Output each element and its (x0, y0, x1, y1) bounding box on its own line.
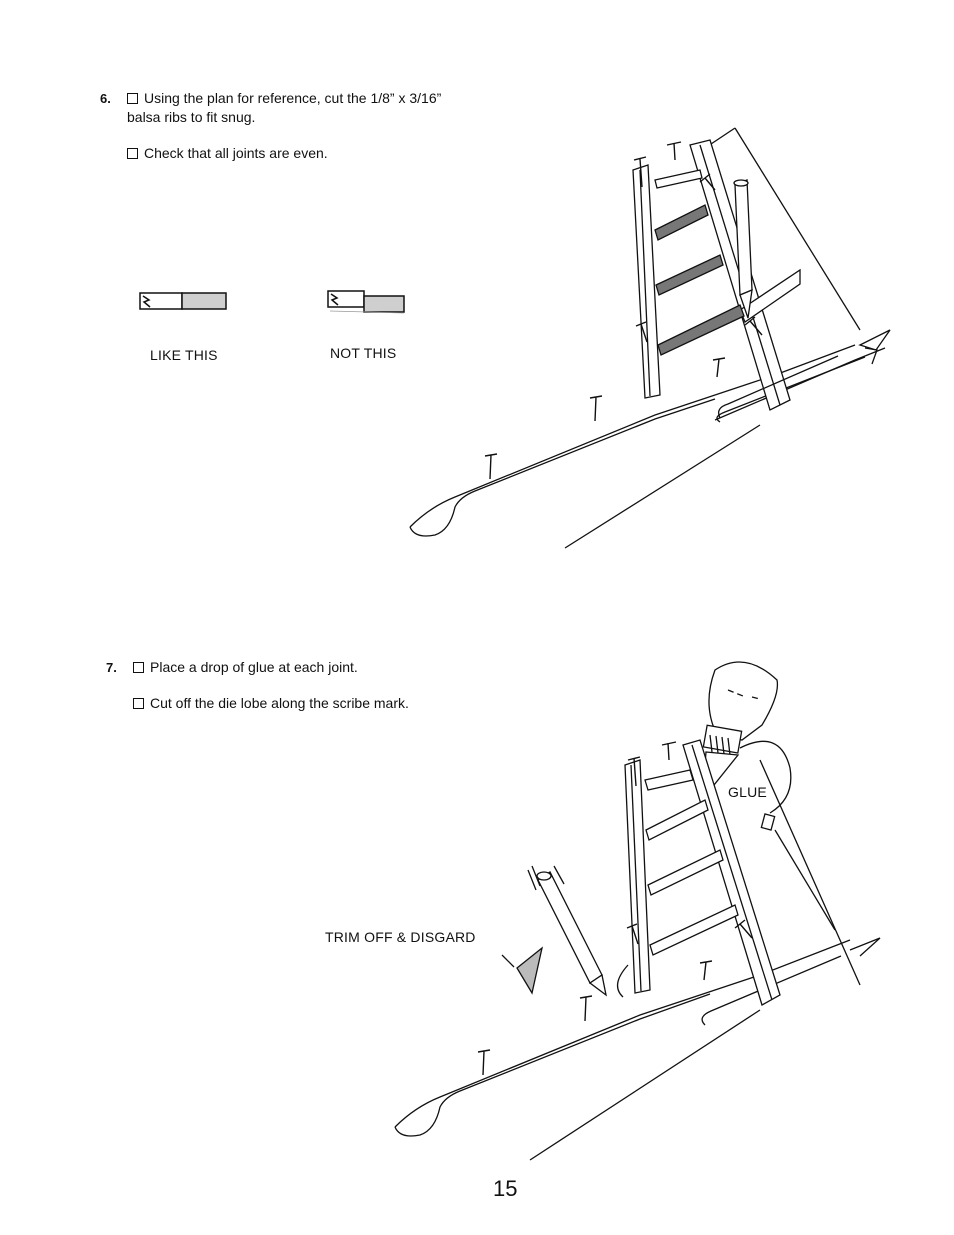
step-7-instruction-line-2: Cut off the die lobe along the scribe ma… (133, 694, 409, 713)
not-this-label: NOT THIS (330, 345, 397, 361)
not-this-joint-icon (327, 290, 405, 314)
step-7-number: 7. (106, 660, 117, 675)
step-7-checkbox-2[interactable] (133, 698, 144, 709)
step-6-check-line: Check that all joints are even. (127, 144, 328, 163)
step-6-checkbox-2[interactable] (127, 148, 138, 159)
step-7-checkbox-1[interactable] (133, 662, 144, 673)
step-7-pins (477, 741, 753, 1076)
step-6-pins (484, 141, 763, 480)
page-number: 15 (493, 1176, 518, 1201)
step-6-checkbox-1[interactable] (127, 93, 138, 104)
step-6-number: 6. (100, 91, 111, 106)
step-7-instruction-line-1: Place a drop of glue at each joint. (133, 658, 358, 677)
trim-off-label: TRIM OFF & DISGARD (325, 929, 476, 945)
step-6-instruction-line-1: Using the plan for reference, cut the 1/… (127, 89, 441, 108)
step-6-instruction-line-2: balsa ribs to fit snug. (127, 109, 256, 125)
like-this-joint-icon (139, 292, 227, 310)
glue-label: GLUE (728, 784, 767, 800)
like-this-label: LIKE THIS (150, 347, 218, 363)
